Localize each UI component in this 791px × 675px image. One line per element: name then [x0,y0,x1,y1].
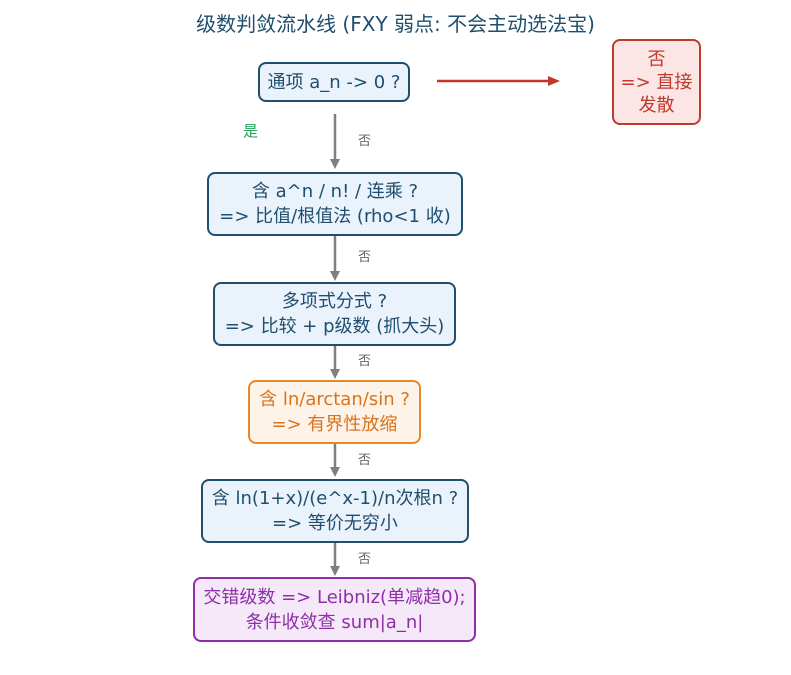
edge-label-n4-n5: 否 [358,453,372,468]
node-bounded-scaling: 含 ln/arctan/sin ? => 有界性放缩 [248,380,421,444]
node-bounded-scaling-line-1: 含 ln/arctan/sin ? [259,389,410,410]
edge-label-n5-n6: 否 [358,552,372,567]
node-nth-term-test-line-1: 通项 a_n -> 0 ? [267,71,401,93]
node-diverges-line-3: 发散 [638,94,675,116]
node-equivalent-infinitesimal-line-2: => 等价无穷小 [272,513,398,534]
node-comparison-test: 多项式分式 ? => 比较 + p级数 (抓大头) [213,282,456,346]
node-equivalent-infinitesimal: 含 ln(1+x)/(e^x-1)/n次根n ? => 等价无穷小 [201,479,469,543]
node-equivalent-infinitesimal-line-1: 含 ln(1+x)/(e^x-1)/n次根n ? [211,488,459,509]
edge-label-n1-n2: 否 [358,134,372,149]
node-alternating-series: 交错级数 => Leibniz(单减趋0); 条件收敛查 sum|a_n| [193,577,476,642]
node-ratio-root-test-line-2: => 比值/根值法 (rho<1 收) [219,206,451,227]
node-ratio-root-test: 含 a^n / n! / 连乘 ? => 比值/根值法 (rho<1 收) [207,172,463,236]
node-bounded-scaling-line-2: => 有界性放缩 [271,414,398,435]
node-comparison-test-line-2: => 比较 + p级数 (抓大头) [224,316,445,337]
node-alternating-series-line-2: 条件收敛查 sum|a_n| [245,611,424,633]
node-diverges-line-1: 否 [647,48,666,70]
diagram-title: 级数判敛流水线 (FXY 弱点: 不会主动选法宝) [196,12,595,36]
node-comparison-test-line-1: 多项式分式 ? [281,291,388,312]
node-ratio-root-test-line-1: 含 a^n / n! / 连乘 ? [251,181,419,202]
node-nth-term-test: 通项 a_n -> 0 ? [258,62,410,102]
node-diverges: 否 => 直接 发散 [612,39,701,125]
node-diverges-line-2: => 直接 [620,71,693,93]
edge-label-n2-n3: 否 [358,250,372,265]
yes-label: 是 [243,122,259,140]
edge-label-n3-n4: 否 [358,354,372,369]
node-alternating-series-line-1: 交错级数 => Leibniz(单减趋0); [203,586,466,608]
